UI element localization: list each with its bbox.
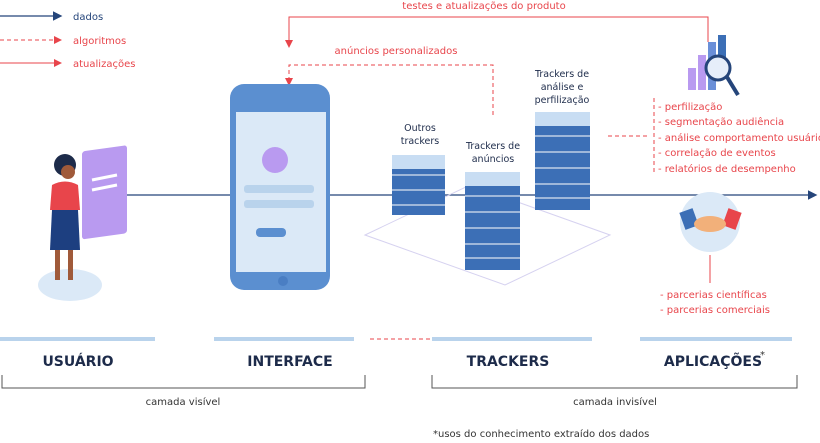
layer-bar-user [0, 337, 155, 341]
tracker-label: Outros [404, 123, 436, 134]
analytics-chart-icon [688, 35, 740, 97]
layer-bar-trackers [432, 337, 592, 341]
user-illustration [38, 145, 127, 301]
visible-bracket [1, 375, 366, 389]
layer-bar-applications [640, 337, 792, 341]
tracker-label: Trackers de [465, 141, 520, 152]
legend-updates: atualizações [73, 59, 135, 70]
layer-bar-interface [214, 337, 354, 341]
server-others-icon [392, 155, 445, 215]
footnote: *usos do conhecimento extraído dos dados [433, 428, 649, 440]
tracker-label: Trackers de [534, 69, 589, 80]
analysis-item: - segmentação audiência [658, 116, 784, 128]
analysis-item: - correlação de eventos [658, 148, 776, 159]
handshake-icon [679, 192, 742, 252]
visible-layer-label: camada visível [146, 396, 221, 408]
layer-title-interface: INTERFACE [247, 354, 332, 370]
analysis-bracket [608, 98, 655, 175]
layer-title-user: USUÁRIO [42, 353, 113, 370]
ads-flow-arrow [285, 64, 494, 115]
server-ads-icon [465, 172, 520, 270]
invisible-bracket [431, 375, 798, 389]
phone-interface-illustration [230, 84, 330, 290]
flow-top-label: testes e atualizações do produto [402, 1, 565, 12]
legend-data: dados [73, 12, 103, 23]
analysis-item: - relatórios de desempenho [658, 163, 796, 175]
invisible-layer-label: camada invisível [573, 396, 657, 408]
tracker-label: trackers [401, 136, 440, 147]
partner-item: - parcerias científicas [660, 289, 767, 301]
analysis-item: - perfilização [658, 102, 722, 113]
flow-ads-label: anúncios personalizados [335, 45, 458, 57]
partner-item: - parcerias comerciais [660, 305, 770, 316]
analysis-item: - análise comportamento usuário [658, 132, 820, 144]
server-profiling-icon [535, 112, 590, 210]
legend: dados algoritmos atualizações [0, 11, 135, 70]
updates-flow-arrow [285, 16, 709, 48]
asterisk: * [760, 350, 765, 361]
layer-title-trackers: TRACKERS [467, 354, 550, 370]
analysis-list: - perfilização - segmentação audiência -… [658, 102, 820, 175]
layer-title-applications: APLICAÇÕES [664, 352, 762, 370]
tracker-label: perfilização [535, 95, 590, 106]
legend-algorithms: algoritmos [73, 36, 126, 47]
tracker-label: análise e [541, 82, 584, 93]
tracker-label: anúncios [472, 154, 515, 165]
